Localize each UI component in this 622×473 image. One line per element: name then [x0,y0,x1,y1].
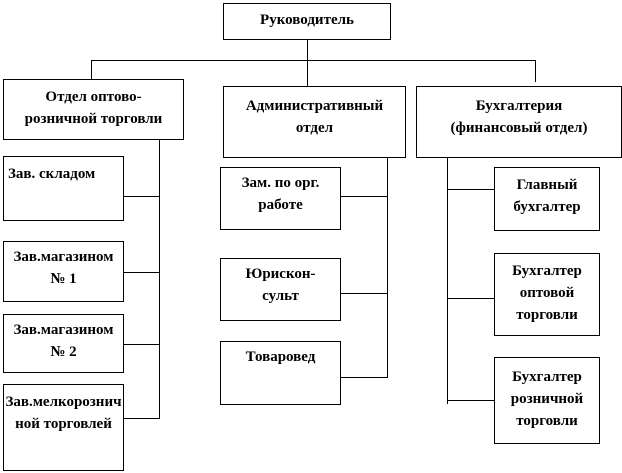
position-box: Товаровед [220,341,341,405]
position-box: Бухгалтер розничной торговли [494,357,600,444]
connector [123,344,159,345]
position-box: Зав. складом [3,156,124,221]
connector [447,189,494,190]
position-box: Юрискон-сульт [220,258,341,321]
connector [340,196,387,197]
position-box: Зав.магазином № 1 [3,241,124,302]
position-box: Главный бухгалтер [494,167,600,231]
connector [535,60,536,82]
department-box-admin: Административный отдел [223,86,406,158]
position-box: Зав.магазином № 2 [3,314,124,373]
connector [307,39,308,98]
department-box-trade: Отдел оптово-розничной торговли [3,79,184,140]
connector [123,418,159,419]
department-box-accounting: Бухгалтерия (финансовый отдел) [416,86,622,158]
connector [447,157,448,404]
connector [447,298,494,299]
connector [340,377,387,378]
connector [159,139,160,419]
root-box: Руководитель [223,3,391,40]
connector [123,272,159,273]
connector [447,400,494,401]
connector [340,293,387,294]
connector [91,60,536,61]
connector [91,60,92,79]
connector [387,157,388,378]
position-box: Зав.мелкорозничной торговлей [3,384,124,471]
position-box: Зам. по орг. работе [220,167,341,230]
position-box: Бухгалтер оптовой торговли [494,253,600,336]
connector [123,196,159,197]
